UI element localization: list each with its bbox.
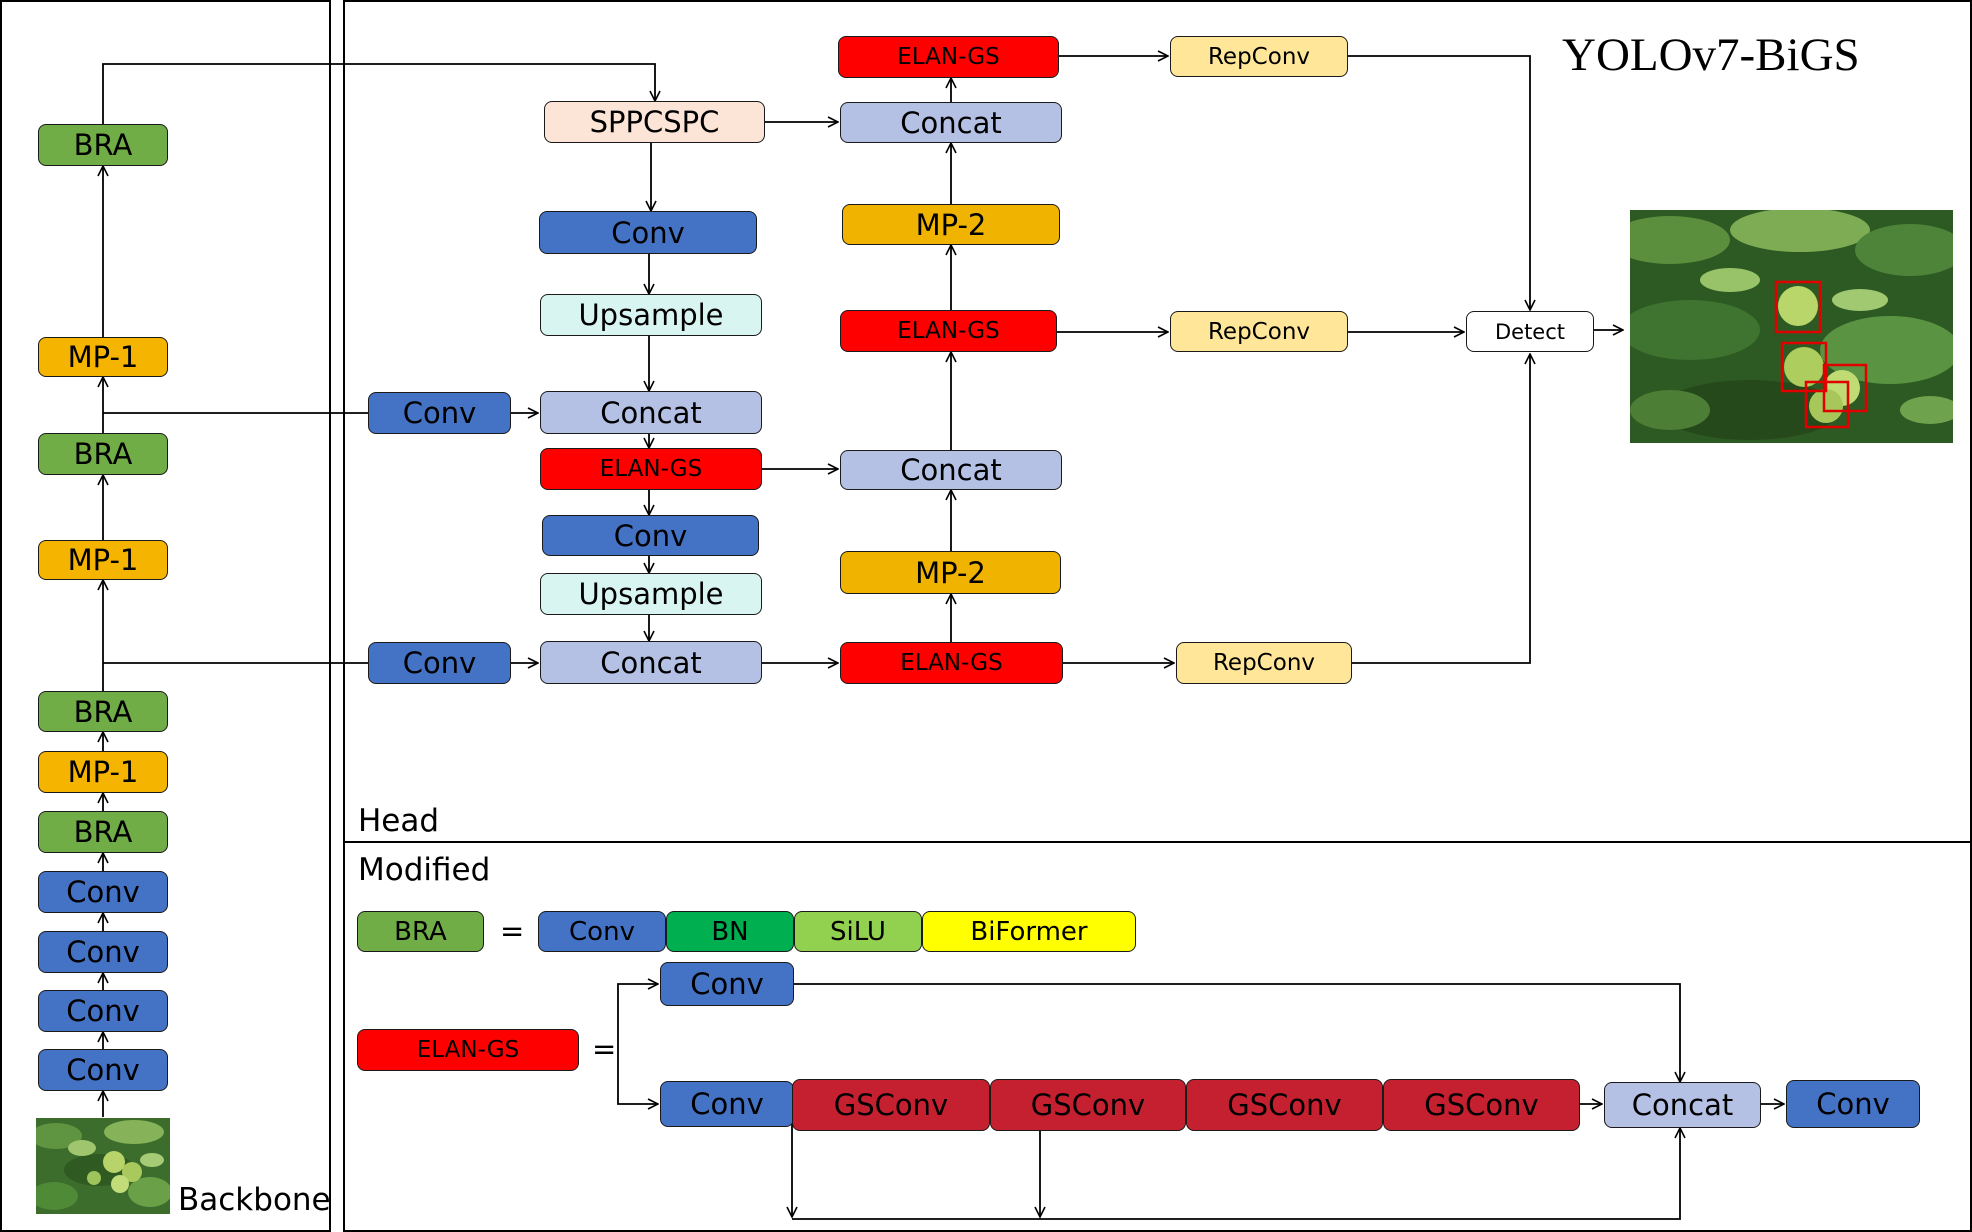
modified-panel — [343, 841, 1972, 1232]
legend-bra-equals: = — [500, 914, 525, 948]
head-lateral-conv-2: Conv — [368, 642, 511, 684]
legend-gsconv-2: GSConv — [990, 1079, 1186, 1131]
backbone-bra-1: BRA — [38, 811, 168, 853]
head-concat-top: Concat — [840, 102, 1062, 143]
backbone-mp1-2: MP-1 — [38, 540, 168, 580]
head-mp2-top: MP-2 — [842, 204, 1060, 245]
head-repconv-bottom: RepConv — [1176, 642, 1352, 684]
detection-output-drawing — [1630, 210, 1953, 443]
head-repconv-mid: RepConv — [1170, 311, 1348, 352]
backbone-conv-3: Conv — [38, 931, 168, 973]
head-elan-gs-mid: ELAN-GS — [840, 310, 1057, 352]
backbone-panel — [0, 0, 331, 1232]
head-concat-2: Concat — [540, 641, 762, 684]
legend-bra-silu: SiLU — [794, 911, 922, 952]
backbone-mp1-3: MP-1 — [38, 337, 168, 377]
diagram-title: YOLOv7-BiGS — [1562, 29, 1860, 81]
legend-gsconv-4: GSConv — [1383, 1079, 1580, 1131]
head-elan-gs-1: ELAN-GS — [540, 448, 762, 490]
head-upsample-1: Upsample — [540, 294, 762, 336]
legend-gsconv-1: GSConv — [792, 1079, 990, 1131]
head-elan-gs-bottom: ELAN-GS — [840, 642, 1063, 684]
head-upsample-2: Upsample — [540, 573, 762, 615]
detection-output-image — [1630, 210, 1953, 443]
legend-elan-conv-bottom: Conv — [660, 1081, 794, 1127]
head-lateral-conv-1: Conv — [368, 392, 511, 434]
legend-gsconv-3: GSConv — [1186, 1079, 1383, 1131]
legend-elan-concat: Concat — [1604, 1082, 1761, 1128]
head-repconv-top: RepConv — [1170, 36, 1348, 77]
legend-elan-gs: ELAN-GS — [357, 1029, 579, 1071]
legend-elan-conv-out: Conv — [1786, 1080, 1920, 1128]
legend-bra-conv: Conv — [538, 911, 666, 952]
input-image-drawing — [36, 1118, 170, 1214]
head-concat-1: Concat — [540, 391, 762, 434]
head-elan-gs-top: ELAN-GS — [838, 36, 1059, 78]
backbone-bra-3: BRA — [38, 433, 168, 475]
backbone-conv-1: Conv — [38, 1049, 168, 1091]
head-detect: Detect — [1466, 311, 1594, 352]
backbone-bra-2: BRA — [38, 691, 168, 732]
input-image — [36, 1118, 170, 1214]
modified-section-label: Modified — [358, 852, 491, 888]
head-mp2-bottom: MP-2 — [840, 551, 1061, 594]
legend-bra: BRA — [357, 911, 484, 952]
backbone-mp1-1: MP-1 — [38, 751, 168, 793]
head-section-label: Head — [358, 803, 440, 839]
legend-elan-conv-top: Conv — [660, 962, 794, 1006]
legend-elan-equals: = — [592, 1032, 617, 1066]
legend-bra-bn: BN — [666, 911, 794, 952]
backbone-conv-2: Conv — [38, 990, 168, 1032]
backbone-conv-4: Conv — [38, 871, 168, 913]
head-conv-1: Conv — [539, 211, 757, 254]
legend-bra-biformer: BiFormer — [922, 911, 1136, 952]
backbone-bra-4: BRA — [38, 124, 168, 166]
head-sppcspc: SPPCSPC — [544, 101, 765, 143]
head-concat-mid: Concat — [840, 450, 1062, 490]
backbone-section-label: Backbone — [178, 1182, 331, 1218]
head-conv-2: Conv — [542, 515, 759, 556]
